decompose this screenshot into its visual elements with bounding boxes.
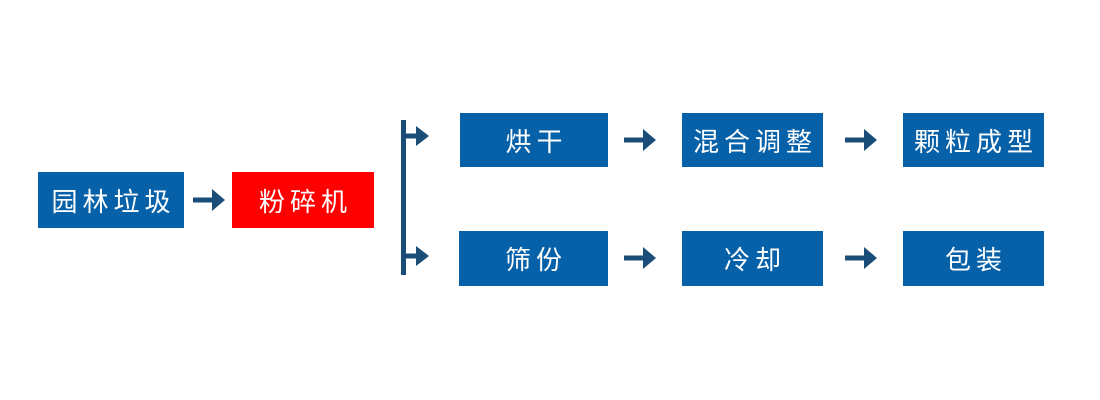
- node-drying-label: 烘干: [505, 127, 568, 158]
- node-cooling-label: 冷却: [723, 246, 786, 276]
- arrow-right-icon: [624, 244, 658, 272]
- node-sieving-label: 筛份: [504, 246, 567, 276]
- node-mixing-adjustment: 混合调整: [682, 113, 823, 167]
- node-garden-waste: 园林垃圾: [38, 172, 184, 228]
- branch-connector-icon: [401, 118, 435, 278]
- node-packing-label: 包装: [944, 246, 1007, 276]
- node-crusher-label: 粉碎机: [258, 187, 352, 218]
- node-garden-waste-label: 园林垃圾: [51, 187, 176, 218]
- node-mixing-adjustment-label: 混合调整: [692, 127, 817, 158]
- node-pellet-forming-label: 颗粒成型: [913, 127, 1038, 158]
- node-packing: 包装: [903, 231, 1044, 286]
- node-sieving: 筛份: [459, 231, 608, 286]
- node-cooling: 冷却: [682, 231, 823, 286]
- node-drying: 烘干: [460, 113, 608, 167]
- arrow-right-icon: [845, 126, 879, 154]
- arrow-right-icon: [845, 244, 879, 272]
- node-pellet-forming: 颗粒成型: [903, 113, 1044, 167]
- node-crusher: 粉碎机: [232, 172, 374, 228]
- arrow-right-icon: [193, 186, 227, 214]
- arrow-right-icon: [624, 126, 658, 154]
